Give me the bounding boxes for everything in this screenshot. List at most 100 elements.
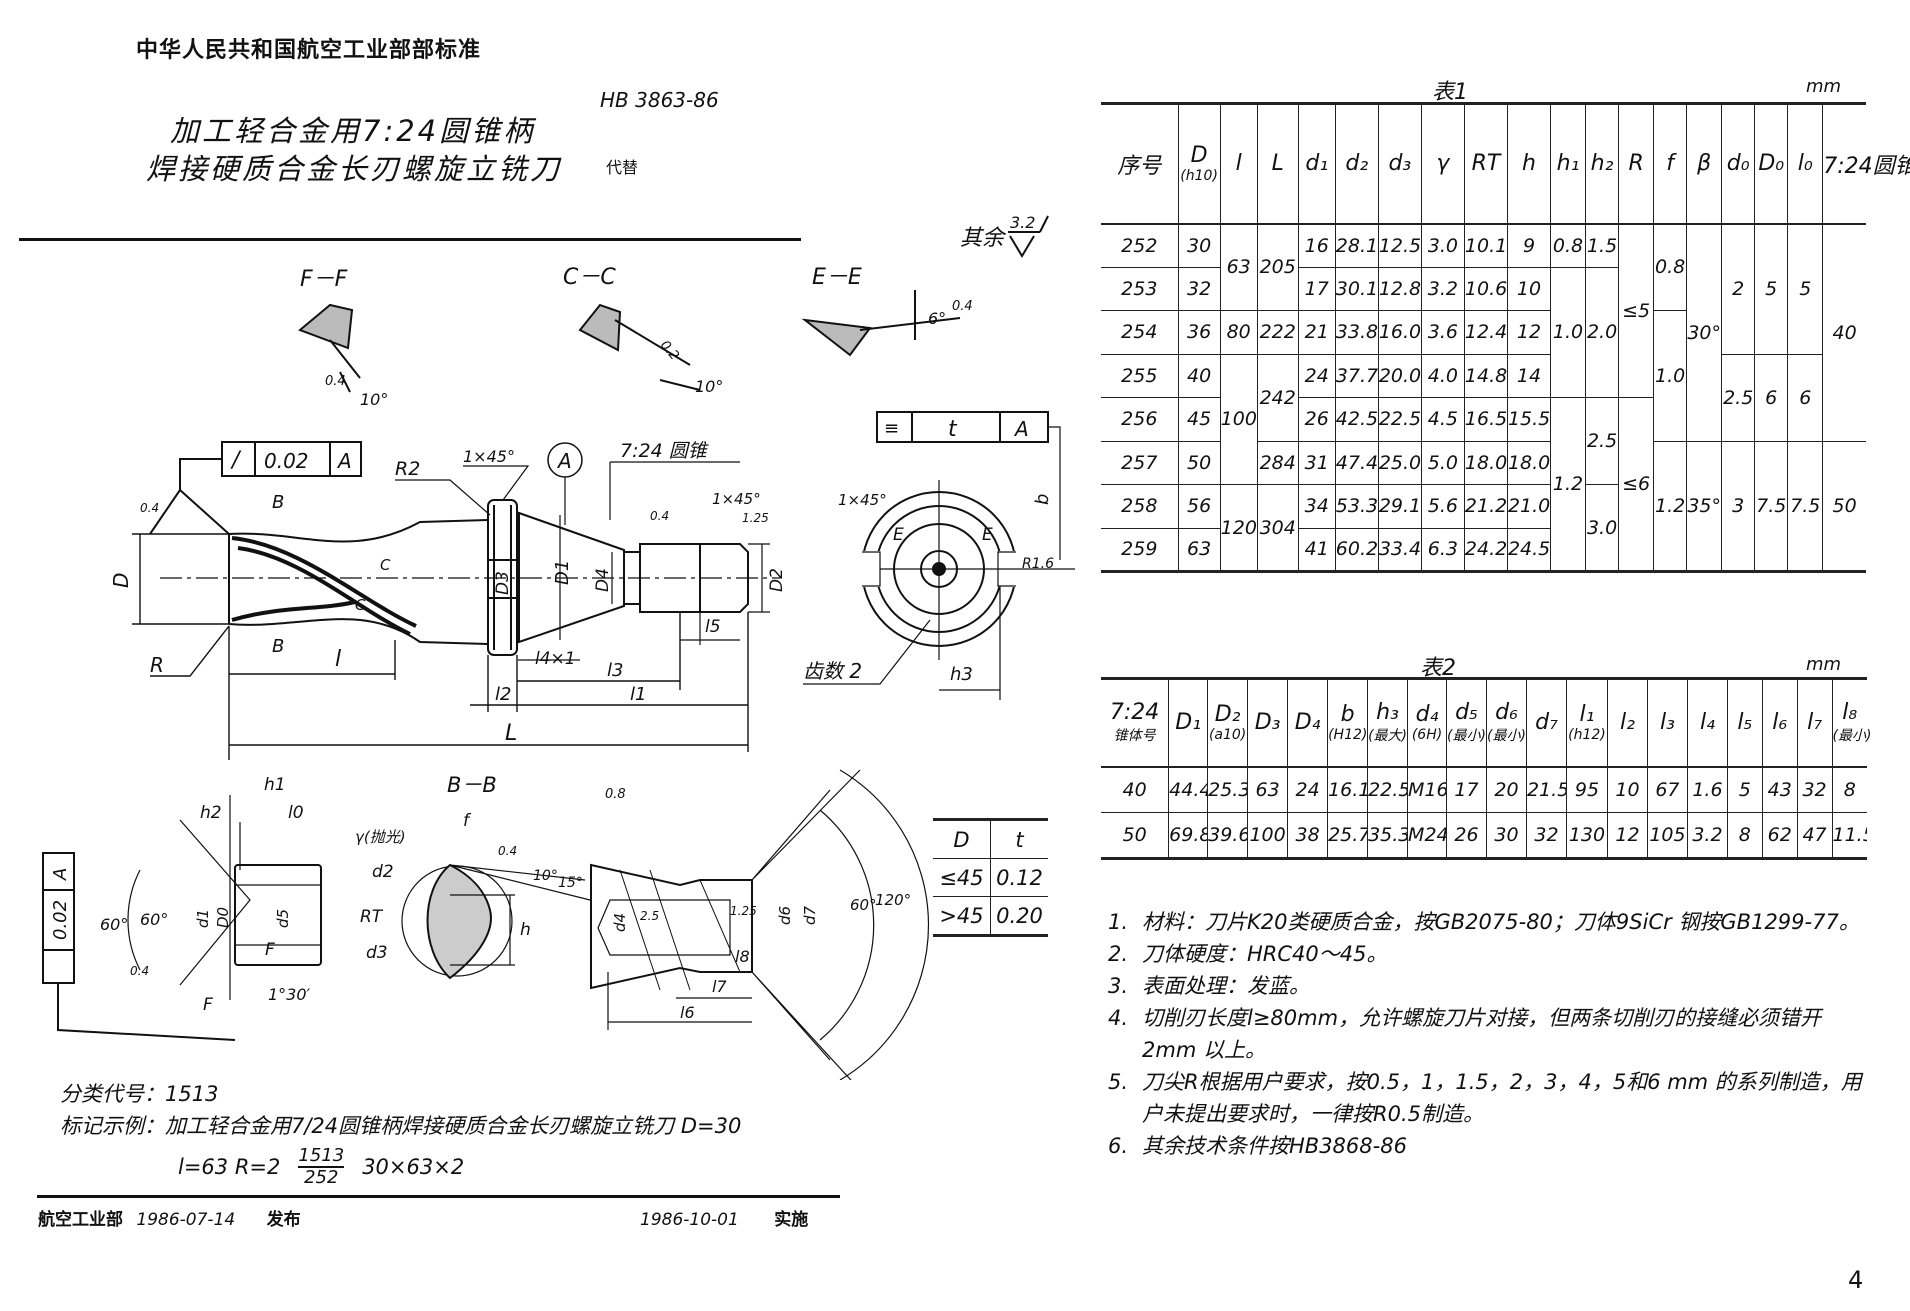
angle-120-thread: 120° [875,891,911,909]
header-label: l₄ [1699,710,1715,736]
marking-fraction: 1513 252 [298,1145,345,1188]
section-ee-label: E－E [812,265,862,290]
replaces-label: 代替 [606,158,639,177]
table1-cell: 1.2 [1550,397,1586,572]
dim-R: R [150,653,164,677]
roughness-tip: 0.4 [140,501,159,515]
table2-cell: 32 [1796,766,1832,813]
taper-shank [518,511,625,644]
header-sub: (6H) [1411,727,1443,744]
angle-60-thread: 60° [850,896,877,914]
marking-line2: l=63 R=2 [178,1155,281,1179]
header-label: 序号 [1117,153,1162,179]
note-text: 表面处理：发蓝。 [1142,974,1310,998]
table1-cell: 14.8 [1463,354,1508,398]
header-sub: (h12) [1568,727,1606,744]
header-label: d₅ [1455,700,1478,726]
classification-label: 分类代号： [60,1082,165,1106]
table1-unit: mm [1806,76,1842,97]
section-bb-label: B－B [447,773,497,797]
angle-10-bb: 10° [533,868,558,884]
roughness-bb: 0.4 [498,844,517,858]
taper-label: 7:24 圆锥 [620,440,709,462]
page-number: 4 [1848,1266,1864,1294]
table1-cell: 2.0 [1585,267,1619,398]
dim-h2: h2 [200,803,222,823]
table2-cell: 47 [1796,812,1832,859]
roughness-taper: 0.4 [650,509,669,523]
dt-cell: >45 [933,896,991,936]
note-text: 其余技术条件按HB3868-86 [1142,1134,1407,1158]
dim-d3: d3 [366,943,388,963]
table2-header: d₄(6H) [1407,678,1447,767]
lower-flute [231,600,356,622]
table2-cell: 44.45 [1168,766,1208,813]
footer-issue: 航空工业部 1986-07-14 发布 [38,1205,301,1230]
dim-h3: h3 [950,664,973,685]
header-label: D₄ [1294,710,1321,736]
table1-header: h [1506,103,1551,224]
header-label: l₂ [1619,710,1635,736]
table1-cell: 63 [1177,528,1221,572]
dim-b: b [1032,494,1053,505]
table1-cell: 29.1 [1377,484,1422,529]
table1-cell: 47.4 [1334,441,1379,485]
table2-cell: 3.2 [1686,812,1728,859]
table1-cell: 3 [1721,441,1755,572]
dim-l5: l5 [705,617,721,637]
table1-cell: 3.2 [1420,267,1465,311]
header-label: RT [1471,151,1501,177]
table1-header: L [1256,103,1299,224]
dim-L: L [505,721,517,746]
table1-header: l₀ [1787,103,1823,224]
header-label: h [1522,151,1536,177]
table1-cell: 33.8 [1334,310,1379,355]
table1-cell: 10.1 [1463,223,1508,268]
symmetry-value: t [948,417,958,442]
table1-cell: 16.5 [1463,397,1508,442]
table1-header: D₀ [1754,103,1788,224]
table1-cell: 1.2 [1653,441,1687,572]
table1-cell: 12.8 [1377,267,1422,311]
table2-title: 表2 [1420,656,1456,681]
header-label: l₅ [1737,710,1753,736]
table1-cell: 42.5 [1334,397,1379,442]
dim-D4: D4 [593,568,613,592]
table2-cell: 17 [1446,766,1487,813]
table1-cell: 21.2 [1463,484,1508,529]
table2-header: d₅(最小) [1446,678,1487,767]
dim-d1: d1 [194,909,212,928]
table1-cell: 12.5 [1377,223,1422,268]
title-line-2: 焊接硬质合金长刃螺旋立铣刀 [146,152,563,186]
header-label: h₂ [1590,151,1614,177]
table2-header: l₇ [1796,678,1832,767]
header-sub: (H12) [1328,727,1368,744]
dim-R16: R1.6 [1022,556,1054,572]
dim-D1: D1 [552,560,573,585]
table1-cell: 14 [1506,354,1551,398]
table2-cell: M16 [1407,766,1447,813]
header-label: D₂ [1214,702,1241,728]
table1-cell: 7.5 [1754,441,1788,572]
table1-cell: 242 [1256,354,1299,442]
dim-l1: l1 [630,684,646,705]
dim-l7: l7 [712,977,727,996]
table1-header: D(h10) [1177,103,1221,224]
table1-cell: 30.1 [1334,267,1379,311]
section-cc-label: C－C [563,265,616,290]
table1-cell: 7.5 [1787,441,1823,572]
header-label: d₇ [1535,710,1558,736]
table2-cell: 62 [1761,812,1798,859]
header-label: l₁ [1579,702,1595,728]
table1-cell: 32 [1177,267,1221,311]
table2-cell: 38 [1287,812,1328,859]
fraction-numerator: 1513 [298,1145,345,1168]
roughness-default: 3.2 [1010,213,1035,232]
header-label: l₇ [1807,710,1823,736]
table1-cell: 5 [1787,223,1823,355]
dim-l6: l6 [680,1003,695,1022]
table1-cell: 6 [1787,354,1823,442]
section-ff-shape [298,303,354,350]
table1-cell: 40 [1177,354,1221,398]
table2-cell: 43 [1761,766,1798,813]
